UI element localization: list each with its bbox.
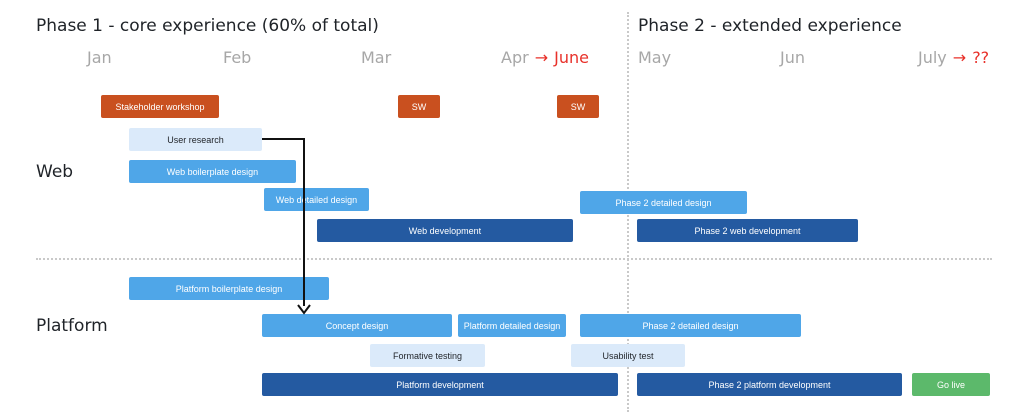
- month-mar: Mar: [361, 48, 391, 67]
- task-phase2-platform-development: Phase 2 platform development: [637, 373, 902, 396]
- month-label: Jan: [87, 48, 112, 67]
- month-label: Mar: [361, 48, 392, 67]
- task-sw-2: SW: [557, 95, 599, 118]
- month-apr: Apr → June: [501, 48, 589, 67]
- month-may: May: [638, 48, 671, 67]
- task-phase2-detailed-design-platform: Phase 2 detailed design: [580, 314, 801, 337]
- month-label: Jun: [780, 48, 805, 67]
- task-formative-testing: Formative testing: [370, 344, 485, 367]
- track-divider: [36, 258, 992, 260]
- task-stakeholder-workshop: Stakeholder workshop: [101, 95, 219, 118]
- track-label-platform: Platform: [36, 316, 108, 336]
- task-concept-design: Concept design: [262, 314, 452, 337]
- task-web-development: Web development: [317, 219, 573, 242]
- task-platform-development: Platform development: [262, 373, 618, 396]
- task-web-detailed-design: Web detailed design: [264, 188, 369, 211]
- month-feb: Feb: [223, 48, 251, 67]
- task-platform-detailed-design: Platform detailed design: [458, 314, 566, 337]
- task-go-live: Go live: [912, 373, 990, 396]
- month-replacement-label: June: [554, 48, 589, 67]
- right-arrow-icon: →: [952, 48, 967, 67]
- task-sw-1: SW: [398, 95, 440, 118]
- task-platform-boilerplate-design: Platform boilerplate design: [129, 277, 329, 300]
- dependency-line: [262, 138, 305, 306]
- task-phase2-web-development: Phase 2 web development: [637, 219, 858, 242]
- track-label-web: Web: [36, 162, 74, 182]
- task-user-research: User research: [129, 128, 262, 151]
- task-phase2-detailed-design-web: Phase 2 detailed design: [580, 191, 747, 214]
- task-web-boilerplate-design: Web boilerplate design: [129, 160, 296, 183]
- month-july: July →??: [918, 48, 989, 67]
- phase-1-title: Phase 1 - core experience (60% of total): [36, 16, 379, 36]
- month-label: Apr: [501, 48, 529, 67]
- right-arrow-icon: →: [534, 48, 549, 67]
- month-jun: Jun: [780, 48, 805, 67]
- month-jan: Jan: [87, 48, 112, 67]
- month-label: July: [918, 48, 947, 67]
- month-replacement-label: ??: [972, 48, 990, 67]
- phase-2-title: Phase 2 - extended experience: [638, 16, 902, 36]
- month-label: May: [638, 48, 672, 67]
- task-usability-test: Usability test: [571, 344, 685, 367]
- month-label: Feb: [223, 48, 252, 67]
- arrowhead-icon: [297, 304, 311, 315]
